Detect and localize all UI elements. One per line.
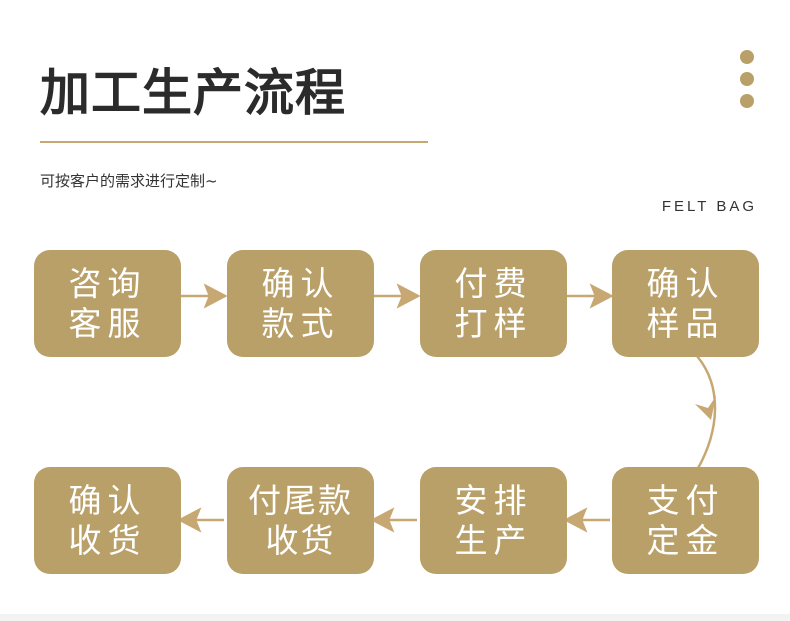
- step-confirm-receipt: 确认 收货: [34, 467, 181, 574]
- arrow-right-icon: [374, 283, 421, 309]
- step-pay-sample: 付费 打样: [420, 250, 567, 357]
- subtitle: 可按客户的需求进行定制~: [40, 172, 218, 190]
- step-consult-service: 咨询 客服: [34, 250, 181, 357]
- dot: [740, 50, 754, 64]
- arrow-left-icon: [563, 507, 610, 533]
- step-label: 付尾款 收货: [248, 480, 353, 560]
- arrow-left-icon: [177, 507, 224, 533]
- step-pay-deposit: 支付 定金: [612, 467, 759, 574]
- title-underline: [40, 141, 428, 143]
- step-label: 咨询 客服: [68, 263, 147, 343]
- vertical-ellipsis-icon: [740, 50, 754, 110]
- step-confirm-sample: 确认 样品: [612, 250, 759, 357]
- step-label: 确认 样品: [646, 263, 725, 343]
- step-final-payment: 付尾款 收货: [227, 467, 374, 574]
- step-confirm-style: 确认 款式: [227, 250, 374, 357]
- step-label: 确认 款式: [261, 263, 340, 343]
- step-label: 安排 生产: [454, 480, 533, 560]
- dot: [740, 94, 754, 108]
- arrow-right-icon: [567, 283, 614, 309]
- step-label: 确认 收货: [68, 480, 147, 560]
- step-label: 支付 定金: [646, 480, 725, 560]
- bottom-divider: [0, 614, 790, 621]
- arrow-left-icon: [370, 507, 417, 533]
- step-label: 付费 打样: [454, 263, 533, 343]
- arrow-right-icon: [181, 283, 228, 309]
- arrow-down-curve-icon: [695, 355, 717, 471]
- product-tag: FELT BAG: [661, 198, 757, 215]
- step-arrange-production: 安排 生产: [420, 467, 567, 574]
- page-title: 加工生产流程: [40, 64, 346, 122]
- dot: [740, 72, 754, 86]
